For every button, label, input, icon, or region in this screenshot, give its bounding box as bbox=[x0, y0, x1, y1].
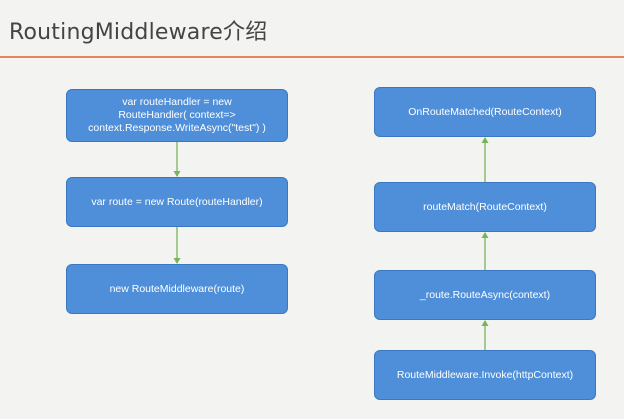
route-match-label: routeMatch(RouteContext) bbox=[423, 200, 547, 213]
route-label: var route = new Route(routeHandler) bbox=[91, 195, 263, 208]
slide-title: RoutingMiddleware介绍 bbox=[9, 20, 268, 45]
middleware-invoke-node: RouteMiddleware.Invoke(httpContext) bbox=[374, 350, 596, 400]
route-async-node: _route.RouteAsync(context) bbox=[374, 270, 596, 320]
route-node: var route = new Route(routeHandler) bbox=[66, 177, 288, 227]
arrow-routeasync-to-routematch-head bbox=[481, 232, 489, 238]
arrow-handler-to-route-head bbox=[173, 171, 181, 177]
route-middleware-node: new RouteMiddleware(route) bbox=[66, 264, 288, 314]
route-middleware-label: new RouteMiddleware(route) bbox=[109, 282, 245, 295]
route-handler-node: var routeHandler = new RouteHandler( con… bbox=[66, 89, 288, 142]
on-route-matched-node: OnRouteMatched(RouteContext) bbox=[374, 87, 596, 137]
title-divider bbox=[0, 56, 624, 58]
middleware-invoke-label: RouteMiddleware.Invoke(httpContext) bbox=[396, 368, 574, 381]
arrow-route-to-middleware-head bbox=[173, 258, 181, 264]
arrow-routematch-to-onmatched-head bbox=[481, 137, 489, 143]
on-route-matched-label: OnRouteMatched(RouteContext) bbox=[408, 105, 562, 118]
route-async-label: _route.RouteAsync(context) bbox=[419, 288, 551, 301]
route-match-node: routeMatch(RouteContext) bbox=[374, 182, 596, 232]
arrow-invoke-to-routeasync-head bbox=[481, 320, 489, 326]
route-handler-label: var routeHandler = new RouteHandler( con… bbox=[88, 96, 266, 134]
